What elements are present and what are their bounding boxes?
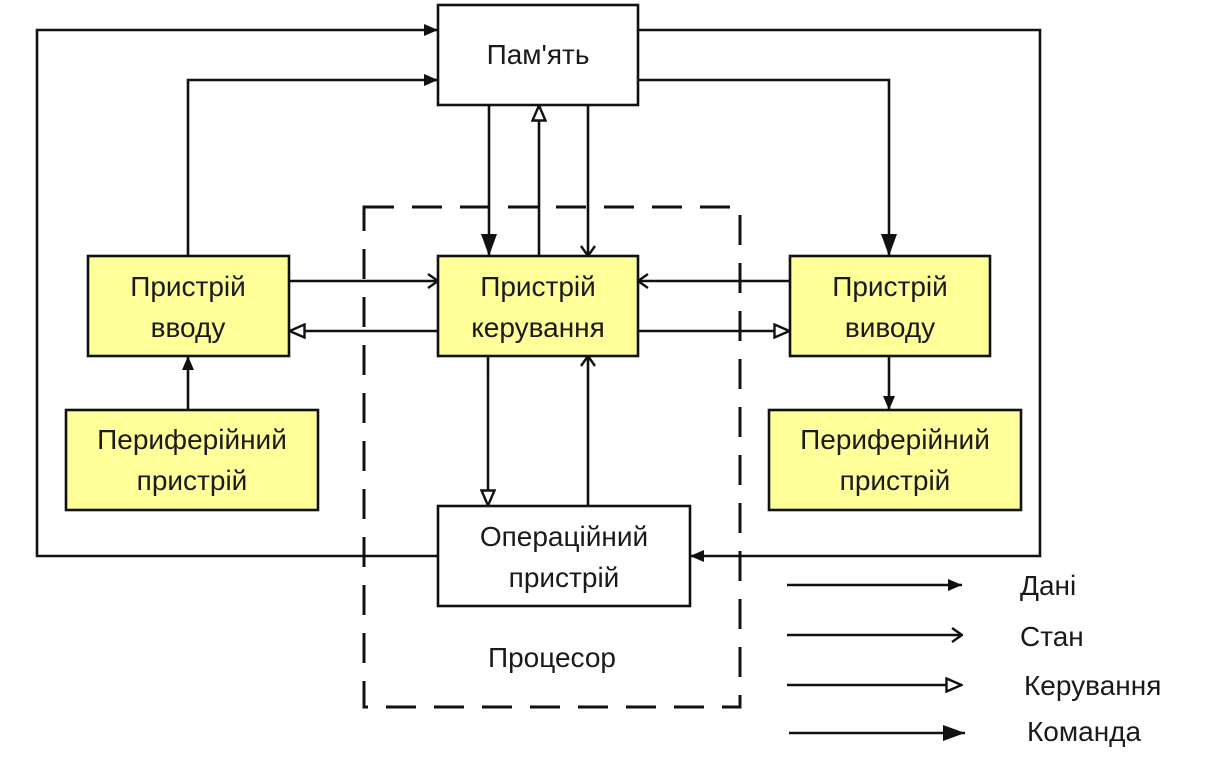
legend-label-data: Дані: [1020, 570, 1076, 601]
node-peripheral-out: Периферійний пристрій: [767, 408, 1023, 512]
edges: [35, 24, 1042, 562]
legend-item-data: Дані: [787, 570, 1076, 601]
svg-text:Операційний: Операційний: [480, 521, 648, 552]
node-memory: Пам'ять: [436, 3, 640, 107]
node-input-device: Пристрій вводу: [86, 254, 291, 358]
processor-group-border: [362, 205, 742, 709]
svg-text:пристрій: пристрій: [840, 465, 951, 496]
legend-label-state: Стан: [1020, 621, 1084, 652]
legend-item-command: Команда: [789, 716, 1142, 747]
node-alu: Операційний пристрій: [436, 504, 692, 608]
edge-input-to-memory: [186, 74, 438, 256]
svg-text:Пристрій: Пристрій: [832, 271, 948, 302]
node-control-unit: Пристрій керування: [436, 254, 640, 358]
legend-label-command: Команда: [1027, 716, 1142, 747]
svg-text:Периферійний: Периферійний: [800, 424, 990, 455]
processor-label: Процесор: [488, 642, 616, 673]
svg-text:пристрій: пристрій: [509, 562, 620, 593]
legend-item-control: Керування: [787, 670, 1161, 701]
svg-text:керування: керування: [471, 312, 605, 343]
svg-text:пристрій: пристрій: [137, 465, 248, 496]
svg-text:виводу: виводу: [845, 312, 935, 343]
svg-text:Пристрій: Пристрій: [480, 271, 596, 302]
edge-memory-to-output: [638, 78, 897, 256]
edge-alu-to-memory: [35, 24, 438, 558]
legend: Дані Стан Керування Команда: [787, 570, 1161, 747]
svg-text:вводу: вводу: [151, 312, 226, 343]
node-output-device: Пристрій виводу: [788, 254, 992, 358]
svg-text:Пристрій: Пристрій: [130, 271, 246, 302]
svg-text:Периферійний: Периферійний: [97, 424, 287, 455]
svg-text:Пам'ять: Пам'ять: [487, 39, 590, 70]
legend-item-state: Стан: [787, 621, 1084, 652]
node-peripheral-in: Периферійний пристрій: [64, 408, 320, 512]
edge-memory-to-alu: [638, 28, 1042, 562]
legend-label-control: Керування: [1024, 670, 1161, 701]
